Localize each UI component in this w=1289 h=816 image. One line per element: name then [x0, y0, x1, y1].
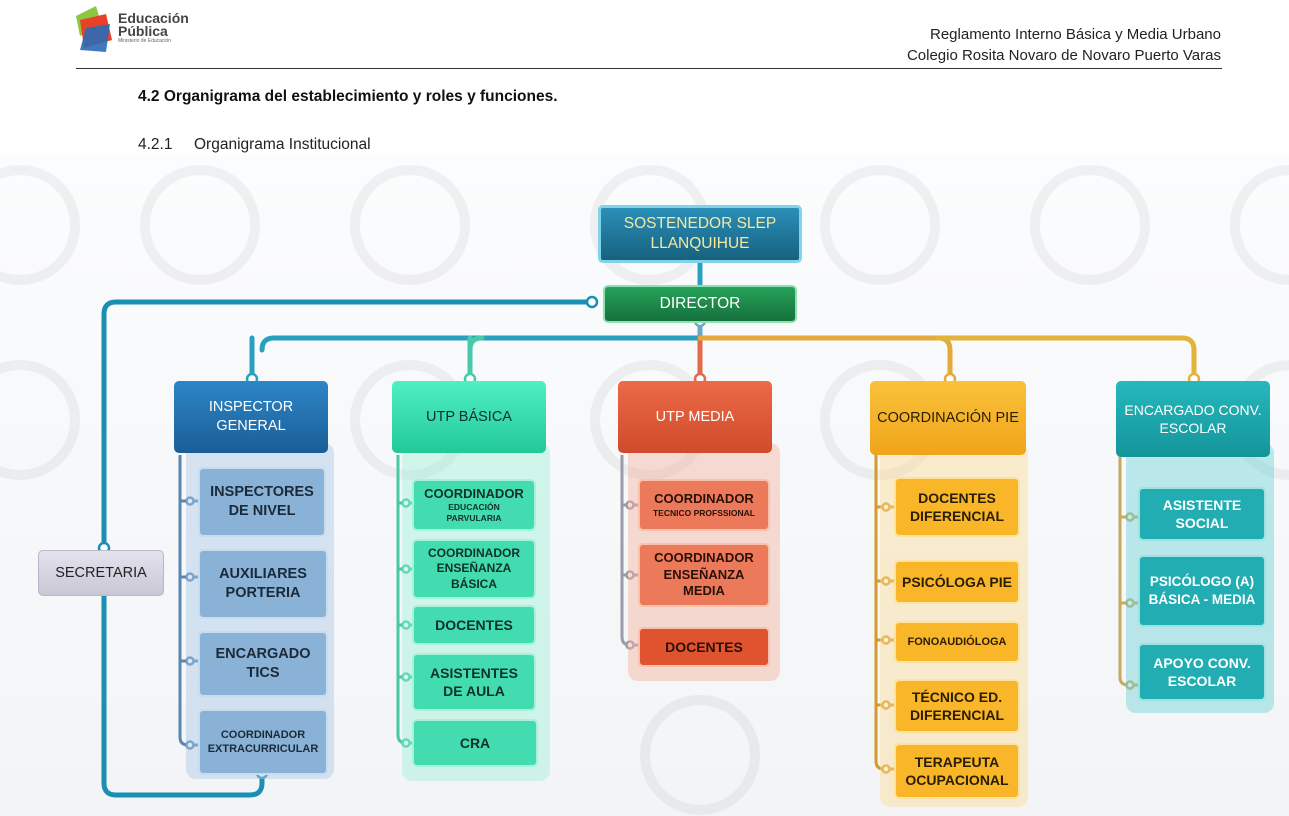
coordinador-tecnico-sub: TECNICO PROFSSIONAL: [652, 507, 755, 518]
inspector-general-label: INSPECTOR GENERAL: [208, 399, 294, 434]
coordinador-tecnico-main: COORDINADOR: [654, 491, 754, 507]
psicologo-label: PSICÓLOGO (A) BÁSICA - MEDIA: [1148, 574, 1256, 607]
logo-subtitle: Ministerio de Educación: [118, 38, 172, 44]
header-line-2: Colegio Rosita Novaro de Novaro Puerto V…: [906, 47, 1221, 64]
coordinador-extracurricular-label: COORDINADOR EXTRACURRICULAR: [207, 728, 319, 755]
subsection-number: 4.2.1: [138, 136, 173, 153]
terapeuta-ocupacional-label: TERAPEUTA OCUPACIONAL: [905, 753, 1009, 788]
inspectores-nivel-label: INSPECTORES DE NIVEL: [210, 484, 314, 519]
sostenedor-node: SOSTENEDOR SLEP LLANQUIHUE: [598, 205, 802, 263]
encargado-tics-node: ENCARGADO TICS: [198, 631, 328, 697]
school-seal-watermark: [140, 165, 260, 285]
coordinador-parvularia-main: COORDINADOR: [424, 485, 524, 501]
school-seal-watermark: [640, 695, 760, 815]
tecnico-diferencial-label: TÉCNICO ED. DIFERENCIAL: [909, 688, 1005, 723]
secretaria-node: SECRETARIA: [38, 550, 164, 596]
asistente-social-label: ASISTENTE SOCIAL: [1162, 496, 1242, 531]
header-line-1: Reglamento Interno Básica y Media Urbano: [930, 26, 1221, 43]
school-seal-watermark: [0, 360, 80, 480]
logo-name-2: Pública: [118, 23, 168, 39]
docentes-basica-node: DOCENTES: [412, 605, 536, 645]
director-node: DIRECTOR: [603, 285, 797, 323]
apoyo-conv-label: APOYO CONV. ESCOLAR: [1153, 654, 1251, 689]
header-divider: [76, 68, 1222, 69]
asistentes-aula-node: ASISTENTES DE AULA: [412, 653, 536, 711]
docentes-diferencial-node: DOCENTES DIFERENCIAL: [894, 477, 1020, 537]
section-title: 4.2 Organigrama del establecimiento y ro…: [138, 88, 558, 105]
school-seal-watermark: [1030, 165, 1150, 285]
fonoaudiologa-node: FONOAUDIÓLOGA: [894, 621, 1020, 663]
logo-text: Educación Pública Ministerio de Educació…: [118, 10, 189, 45]
coordinador-tecnico-node: COORDINADOR TECNICO PROFSSIONAL: [638, 479, 770, 531]
director-label: DIRECTOR: [659, 294, 741, 312]
logo-name: Educación: [118, 10, 189, 26]
sostenedor-label: SOSTENEDOR SLEP LLANQUIHUE: [623, 214, 777, 252]
coordinador-parvularia-node: COORDINADOR EDUCACIÓN PARVULARIA: [412, 479, 536, 531]
docentes-basica-label: DOCENTES: [435, 616, 513, 633]
auxiliares-porteria-label: AUXILIARES PORTERIA: [219, 566, 307, 601]
org-chart: SOSTENEDOR SLEP LLANQUIHUE DIRECTOR SECR…: [0, 155, 1289, 816]
inspector-general-node: INSPECTOR GENERAL: [174, 381, 328, 453]
cra-node: CRA: [412, 719, 538, 767]
school-seal-watermark: [820, 165, 940, 285]
connector-lines: [97, 259, 1201, 798]
subsection-text: Organigrama Institucional: [194, 136, 371, 153]
utp-media-node: UTP MEDIA: [618, 381, 772, 453]
tecnico-diferencial-node: TÉCNICO ED. DIFERENCIAL: [894, 679, 1020, 733]
encargado-conv-label: ENCARGADO CONV. ESCOLAR: [1124, 401, 1262, 436]
asistentes-aula-label: ASISTENTES DE AULA: [430, 664, 518, 699]
educacion-publica-logo-icon: [76, 6, 112, 52]
docentes-diferencial-label: DOCENTES DIFERENCIAL: [909, 489, 1005, 524]
utp-basica-label: UTP BÁSICA: [426, 408, 512, 425]
asistente-social-node: ASISTENTE SOCIAL: [1138, 487, 1266, 541]
fonoaudiologa-label: FONOAUDIÓLOGA: [907, 635, 1007, 648]
psicologa-pie-node: PSICÓLOGA PIE: [894, 560, 1020, 604]
coordinador-ensenanza-media-label: COORDINADOR ENSEÑANZA MEDIA: [654, 549, 754, 599]
apoyo-conv-node: APOYO CONV. ESCOLAR: [1138, 643, 1266, 701]
coordinacion-pie-label: COORDINACIÓN PIE: [877, 409, 1019, 426]
psicologa-pie-label: PSICÓLOGA PIE: [902, 573, 1012, 590]
coordinador-extracurricular-node: COORDINADOR EXTRACURRICULAR: [198, 709, 328, 775]
school-seal-watermark: [0, 165, 80, 285]
coordinacion-pie-node: COORDINACIÓN PIE: [870, 381, 1026, 455]
auxiliares-porteria-node: AUXILIARES PORTERIA: [198, 549, 328, 619]
coordinador-ensenanza-basica-label: COORDINADOR ENSEÑANZA BÁSICA: [428, 545, 520, 591]
terapeuta-ocupacional-node: TERAPEUTA OCUPACIONAL: [894, 743, 1020, 799]
psicologo-node: PSICÓLOGO (A) BÁSICA - MEDIA: [1138, 555, 1266, 627]
docentes-media-node: DOCENTES: [638, 627, 770, 667]
encargado-tics-label: ENCARGADO TICS: [215, 646, 311, 681]
docentes-media-label: DOCENTES: [665, 638, 743, 655]
coordinador-ensenanza-media-node: COORDINADOR ENSEÑANZA MEDIA: [638, 543, 770, 607]
utp-media-label: UTP MEDIA: [655, 408, 735, 425]
coordinador-ensenanza-basica-node: COORDINADOR ENSEÑANZA BÁSICA: [412, 539, 536, 599]
secretaria-label: SECRETARIA: [55, 564, 147, 581]
cra-label: CRA: [459, 734, 491, 751]
subsection-title: 4.2.1 Organigrama Institucional: [138, 136, 371, 154]
school-seal-watermark: [350, 165, 470, 285]
inspectores-nivel-node: INSPECTORES DE NIVEL: [198, 467, 326, 537]
document-header: Reglamento Interno Básica y Media Urbano…: [907, 24, 1221, 66]
coordinador-parvularia-sub: EDUCACIÓN PARVULARIA: [446, 502, 502, 524]
encargado-conv-node: ENCARGADO CONV. ESCOLAR: [1116, 381, 1270, 457]
utp-basica-node: UTP BÁSICA: [392, 381, 546, 453]
